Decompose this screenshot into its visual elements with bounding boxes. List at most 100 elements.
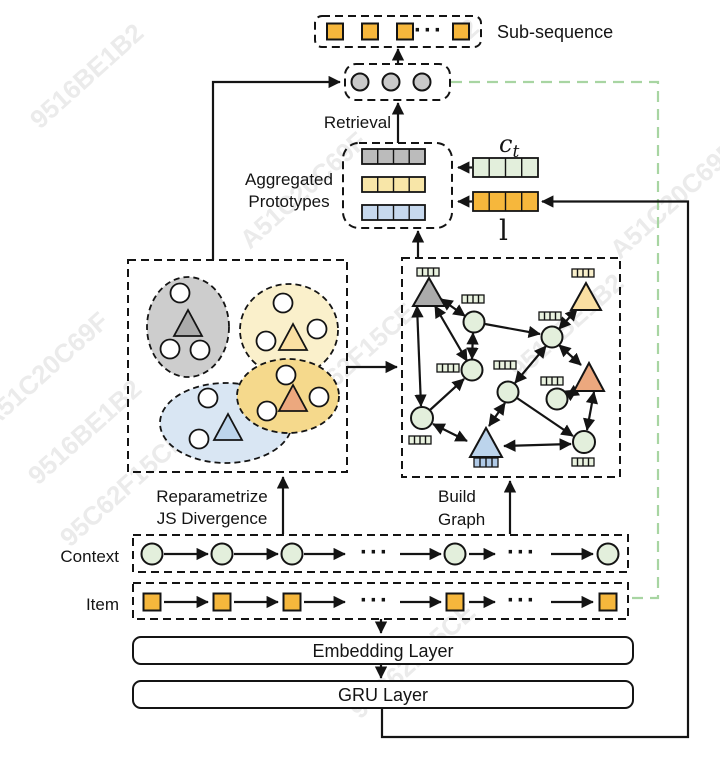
gru-layer: GRU Layer: [132, 680, 634, 709]
gru-layer-box: [132, 680, 634, 709]
cluster-outline: [127, 259, 348, 473]
cluster-point: [188, 428, 210, 450]
reparametrize-label-line2: JS Divergence: [157, 509, 268, 528]
cluster-box: [127, 259, 348, 473]
item-square: [361, 22, 379, 41]
graph-nodes: [410, 275, 606, 458]
prototype-circle: [412, 72, 432, 92]
graph-node: [572, 430, 596, 454]
context-node: [280, 542, 304, 566]
embedding-bar: [473, 457, 499, 468]
graph-node: [496, 380, 520, 404]
embedding-bar: [571, 457, 595, 467]
ellipsis: ···: [360, 587, 390, 614]
graph-box: [401, 257, 621, 478]
item-square: [326, 22, 344, 41]
embedding-bar: [408, 435, 432, 445]
item-square: [452, 22, 470, 41]
item-square: [282, 592, 302, 612]
context-node: [596, 542, 620, 566]
build-label-line2: Graph: [438, 510, 485, 529]
graph-triangle-gray: [411, 275, 447, 307]
cluster-point: [159, 338, 181, 360]
item-square: [445, 592, 465, 612]
graph-edge: [558, 344, 582, 366]
cluster-prototype-triangle: [172, 308, 204, 337]
embedding-bar: [538, 311, 562, 321]
graph-embedding-bars: [408, 267, 595, 468]
aggregated-prototypes-box: [342, 142, 453, 229]
item-square: [396, 22, 414, 41]
embedding-bar: [493, 360, 517, 370]
last-item-vector: l: [472, 191, 539, 247]
graph-edge: [558, 308, 578, 330]
context-vector: ct: [472, 130, 539, 178]
gru-feedback-line: [380, 195, 690, 739]
subsequence-label: Sub-sequence: [497, 22, 613, 42]
graph-edges: [411, 298, 598, 452]
watermark-text: A51C20C69F: [604, 136, 720, 265]
graph-node: [462, 310, 486, 334]
connectors: [211, 48, 690, 739]
graph-edge: [583, 391, 598, 431]
build-label-line1: Build: [438, 487, 476, 506]
gru-layer-label: GRU Layer: [338, 685, 428, 705]
graph-edge: [434, 305, 468, 362]
retrieved-prototype-box: [344, 63, 451, 101]
embedding-bar: [436, 363, 460, 373]
cluster-point: [197, 387, 219, 409]
graph-edge: [432, 423, 468, 442]
ellipsis: ···: [360, 539, 390, 566]
cluster-prototype-triangle: [212, 412, 244, 441]
prototype-bar-gray: [361, 148, 426, 165]
context-node: [140, 542, 164, 566]
watermark-text: 9516BE1B2: [504, 267, 629, 384]
cluster-gray: [146, 276, 230, 378]
graph-edge: [411, 305, 427, 407]
cluster-point: [272, 292, 294, 314]
subsequence-box: ···: [314, 15, 482, 48]
subsequence-outline: [314, 15, 482, 48]
graph-edge: [503, 438, 572, 452]
graph-triangle-blue: [468, 425, 504, 458]
graph-node: [545, 387, 569, 411]
embedding-layer: Embedding Layer: [132, 636, 634, 665]
ellipsis: ···: [414, 17, 444, 44]
cluster-point: [255, 330, 277, 352]
prototype-bar-yellow: [361, 176, 426, 193]
cluster-point: [275, 364, 297, 386]
ellipsis: ···: [507, 539, 537, 566]
item-square: [598, 592, 618, 612]
l-label: l: [499, 214, 508, 247]
cluster-point: [189, 339, 211, 361]
reparametrize-label-line1: Reparametrize: [156, 487, 268, 506]
graph-triangle-orange: [572, 360, 606, 392]
retrieval-label: Retrieval: [324, 113, 391, 132]
cluster-point: [256, 400, 278, 422]
graph-edge: [429, 378, 465, 411]
context-row-outline: [132, 534, 629, 573]
embedding-bar: [416, 267, 440, 277]
cluster-to-retrieval-line: [211, 75, 341, 260]
graph-node: [410, 406, 434, 430]
context-row-label: Context: [60, 547, 119, 566]
item-square: [142, 592, 162, 612]
context-node: [443, 542, 467, 566]
graph-node: [540, 325, 564, 349]
prototype-circle: [350, 72, 370, 92]
graph-edge: [484, 322, 541, 339]
cluster-yellow-dark: [236, 358, 340, 434]
cluster-point: [308, 386, 330, 408]
ellipsis: ···: [507, 587, 537, 614]
item-row-label: Item: [86, 595, 119, 614]
embedding-bar: [571, 268, 595, 278]
retrieved-outline: [344, 63, 451, 101]
context-row: ··· ···: [132, 534, 629, 573]
cluster-point: [306, 318, 328, 340]
item-row: ··· ···: [132, 582, 629, 620]
embedding-layer-box: [132, 636, 634, 665]
embedding-bar: [540, 376, 564, 386]
watermark-text: 9516BE1B2: [24, 17, 149, 134]
